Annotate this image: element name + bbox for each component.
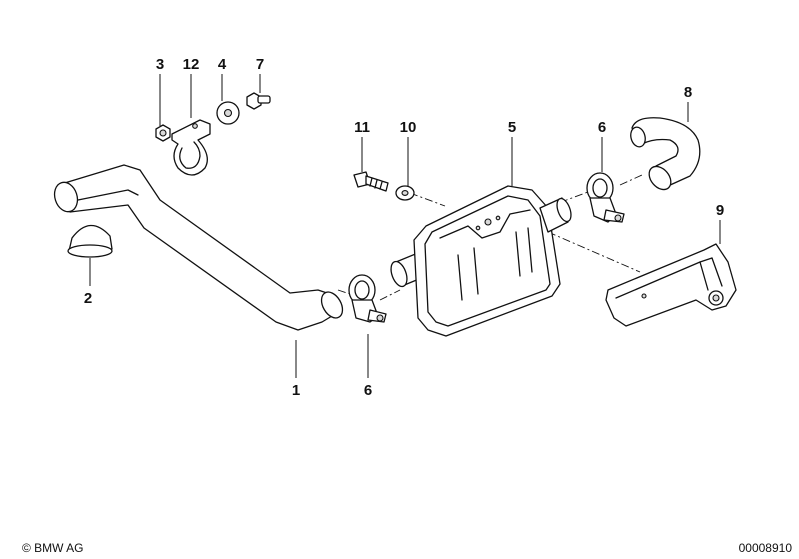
mounting-bracket-part-9 <box>605 243 737 327</box>
callout-12: 12 <box>183 56 200 73</box>
callout-11: 11 <box>354 119 370 136</box>
callout-9: 9 <box>716 202 724 219</box>
callout-3: 3 <box>156 56 164 73</box>
leader-lines <box>89 74 721 378</box>
silencer-part-5 <box>390 185 572 337</box>
diagram-number: 00008910 <box>739 541 793 555</box>
bolt-part-7 <box>246 92 271 110</box>
strap-clamp-part-12 <box>171 119 211 176</box>
curved-pipe-part-8 <box>630 117 701 191</box>
callout-6-lower: 6 <box>364 382 372 399</box>
callout-1: 1 <box>292 382 300 399</box>
hex-nut-part-3 <box>155 124 171 142</box>
callout-7: 7 <box>256 56 264 73</box>
callout-2: 2 <box>84 290 92 307</box>
spring-washer-part-10 <box>395 185 415 201</box>
callout-10: 10 <box>400 119 417 136</box>
pipe-clamp-part-6-upper <box>586 172 625 223</box>
callout-6-upper: 6 <box>598 119 606 136</box>
screw-part-11 <box>353 171 389 192</box>
pipe-cap-part-2 <box>67 224 113 258</box>
callout-8: 8 <box>684 84 692 101</box>
exhaust-pipe-part-1 <box>53 164 344 331</box>
washer-part-4 <box>216 101 240 125</box>
callout-4: 4 <box>218 56 227 73</box>
callout-5: 5 <box>508 119 516 136</box>
pipe-clamp-part-6-lower <box>348 274 387 323</box>
copyright-label: © BMW AG <box>22 541 84 555</box>
callout-labels: 3 12 4 7 8 11 10 5 6 9 2 1 6 <box>84 56 724 399</box>
